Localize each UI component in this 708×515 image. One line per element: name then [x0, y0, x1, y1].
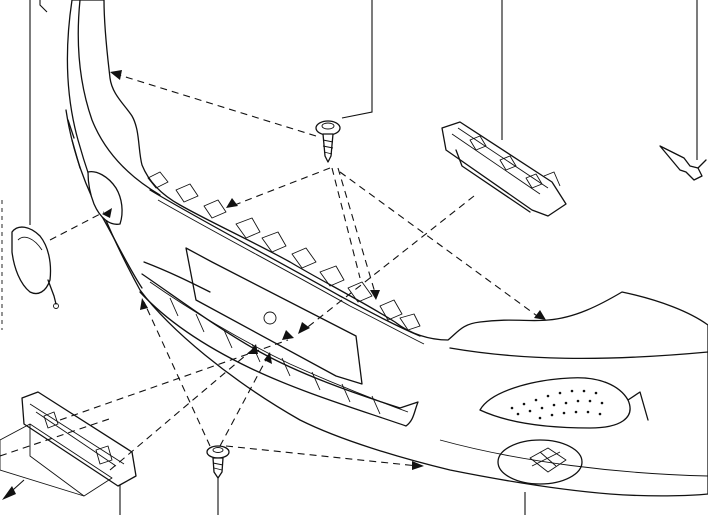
assembly-lines — [0, 73, 541, 471]
assembly-line-screw-to-top — [115, 73, 317, 137]
assembly-line-screw-lower-right — [225, 445, 419, 467]
fog-lamp-mesh — [510, 389, 604, 420]
tow-hook-cover — [11, 226, 59, 309]
plate-center-hole — [263, 311, 277, 325]
bumper-right-upper-line — [449, 347, 708, 360]
lower-grille-outline — [139, 273, 419, 427]
screw-upper — [315, 120, 341, 163]
bumper-side-bracket — [0, 391, 137, 497]
arrowheads — [102, 70, 546, 470]
assembly-line-screw-to-right — [337, 167, 377, 297]
front-bumper-cover — [65, 0, 708, 497]
lower-grille-inner — [149, 281, 409, 413]
bumper-left-slot-2 — [67, 119, 75, 139]
bumper-left-slot-1 — [71, 139, 81, 169]
leader-line-screw-upper — [341, 0, 373, 119]
bumper-center-bracket — [441, 121, 567, 217]
assembly-line-block — [0, 417, 113, 457]
assembly-line-cover-to-recess — [49, 211, 105, 241]
assembly-line-rivet-to-corner — [339, 171, 541, 319]
lower-lamp-diamond — [529, 447, 567, 473]
assembly-line-screw-lower-left — [143, 301, 211, 447]
assembly-line-bracket-to-plate — [303, 195, 475, 331]
assembly-line-bracket-to-grille — [59, 339, 289, 421]
bumper-top-edge — [77, 0, 161, 196]
screw-lower — [206, 445, 230, 479]
grille-slats — [169, 297, 381, 415]
push-clip-rivet — [659, 145, 707, 181]
tow-cover-recess — [87, 170, 123, 225]
lower-grille-top — [143, 261, 211, 293]
license-plate-area — [185, 247, 363, 385]
assembly-line-screw-lower-up — [219, 355, 269, 447]
fog-lamp-right-edge — [627, 391, 649, 421]
assembly-line-screw-to-flange — [231, 167, 331, 207]
assembly-line-screw-to-middle — [331, 167, 361, 279]
upper-clip-row — [147, 171, 425, 345]
leader-line-bumper-top — [39, 0, 48, 13]
bottom-left-arrowhead — [2, 486, 16, 500]
bumper-right-lower-line — [439, 439, 708, 477]
bumper-outline — [66, 0, 708, 497]
assembly-line-bracket-to-lower — [109, 349, 253, 471]
